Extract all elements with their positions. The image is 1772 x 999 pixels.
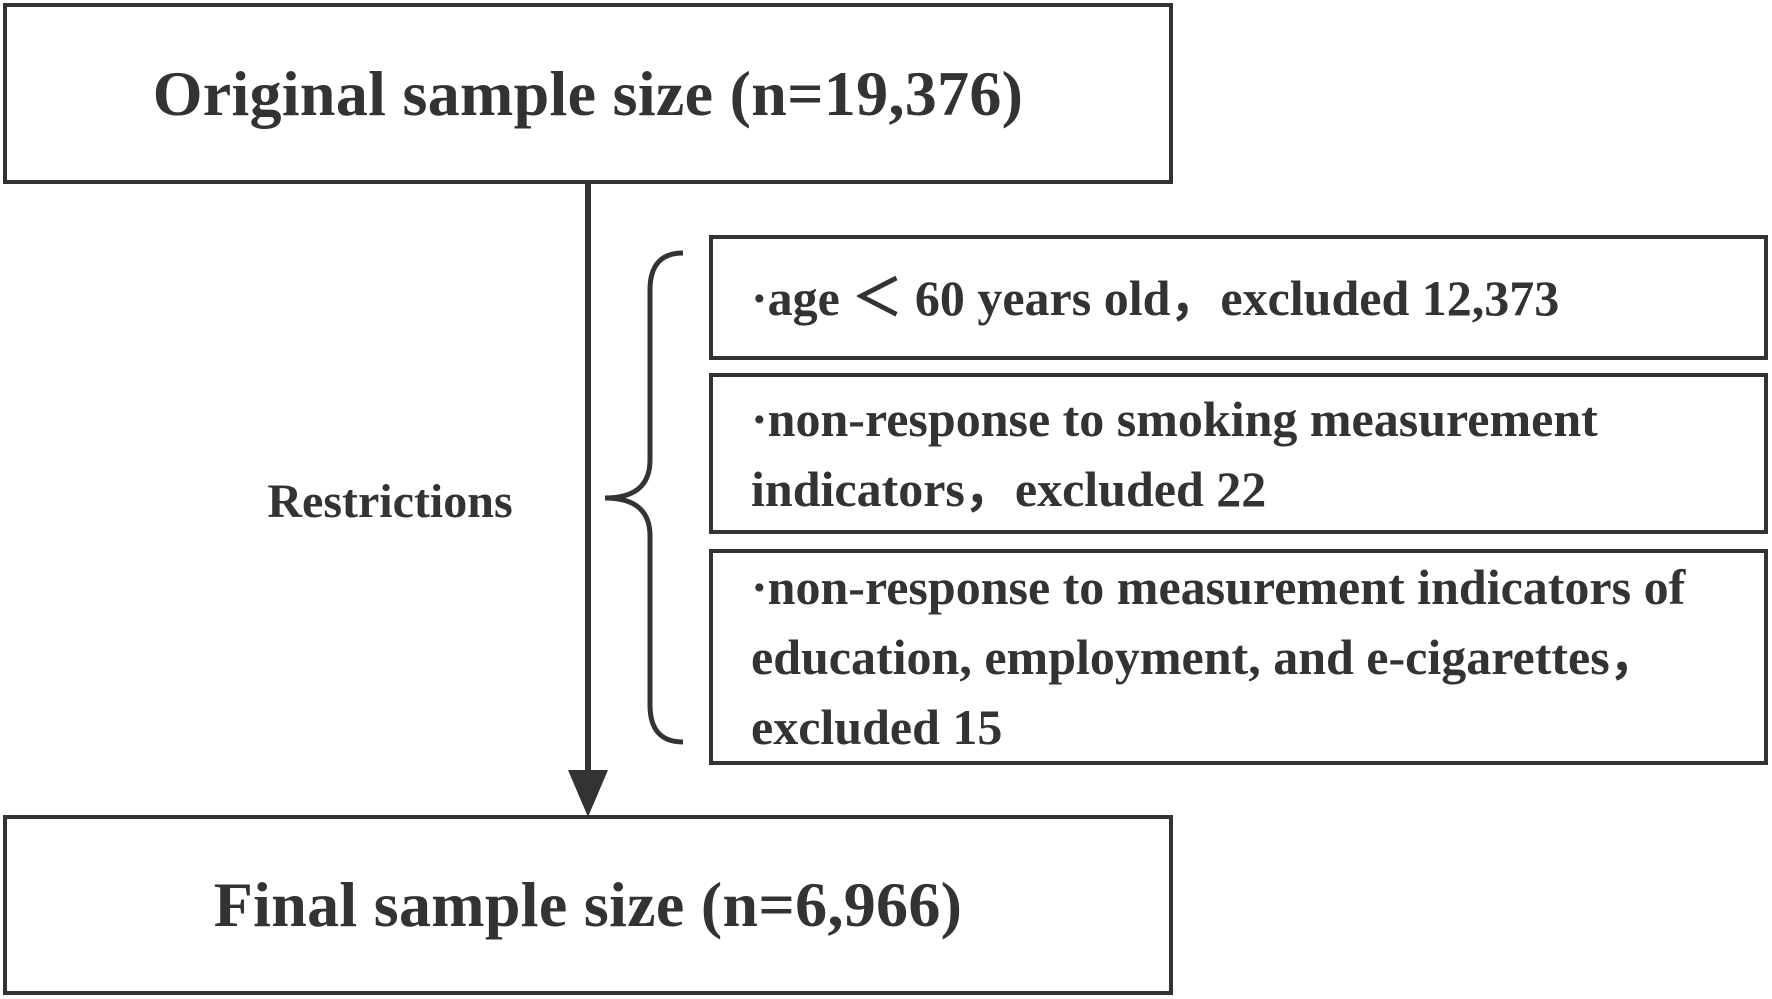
- original-sample-box: Original sample size (n=19,376): [3, 3, 1173, 184]
- exclusion-box-smoking: ·non-response to smoking measurement ind…: [709, 373, 1768, 534]
- exclusion-text-smoking: ·non-response to smoking measurement ind…: [751, 390, 1598, 517]
- final-sample-box: Final sample size (n=6,966): [3, 815, 1173, 995]
- original-sample-text: Original sample size (n=19,376): [152, 57, 1024, 129]
- exclusion-box-age: ·age ＜ 60 years old，excluded 12,373: [709, 235, 1768, 360]
- restrictions-brace: [604, 250, 684, 745]
- exclusion-text-education-employment: ·non-response to measurement indicators …: [751, 559, 1686, 755]
- restrictions-label: Restrictions: [267, 475, 513, 528]
- flow-arrow-head: [568, 770, 608, 817]
- exclusion-text-age: ·age ＜ 60 years old，excluded 12,373: [751, 269, 1560, 326]
- final-sample-text: Final sample size (n=6,966): [213, 869, 963, 940]
- exclusion-box-education-employment: ·non-response to measurement indicators …: [709, 549, 1768, 765]
